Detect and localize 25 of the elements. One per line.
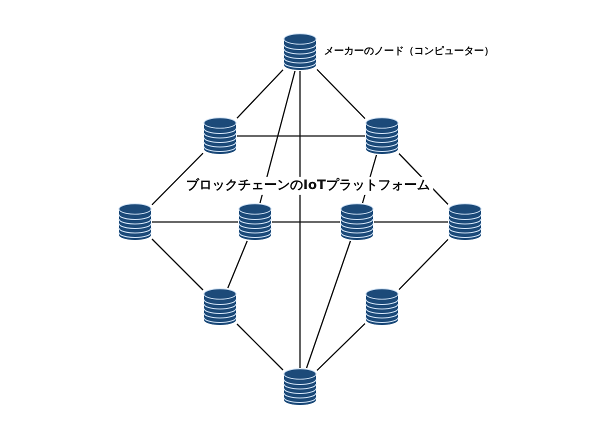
connector-line (152, 152, 204, 206)
database-icon (203, 288, 237, 326)
connector-line (236, 69, 284, 119)
database-icon (203, 117, 237, 155)
connector-line (237, 135, 365, 137)
node-caption: メーカーのノード（コンピューター） (324, 46, 494, 58)
database-icon (238, 203, 272, 241)
connector-line (152, 221, 238, 223)
connector-line (316, 68, 366, 120)
connector-line (299, 71, 301, 368)
database-icon (283, 368, 317, 406)
database-icon (365, 288, 399, 326)
database-icon (448, 203, 482, 241)
connector-line (227, 240, 248, 288)
connector-line (316, 323, 366, 371)
database-icon (340, 203, 374, 241)
database-icon (365, 117, 399, 155)
connector-line (152, 238, 204, 290)
connector-line (374, 221, 448, 223)
connector-line (272, 221, 340, 223)
connector-line (306, 240, 352, 368)
connector-line (398, 238, 448, 290)
database-icon (118, 203, 152, 241)
connector-line (236, 324, 284, 370)
database-icon (283, 33, 317, 71)
